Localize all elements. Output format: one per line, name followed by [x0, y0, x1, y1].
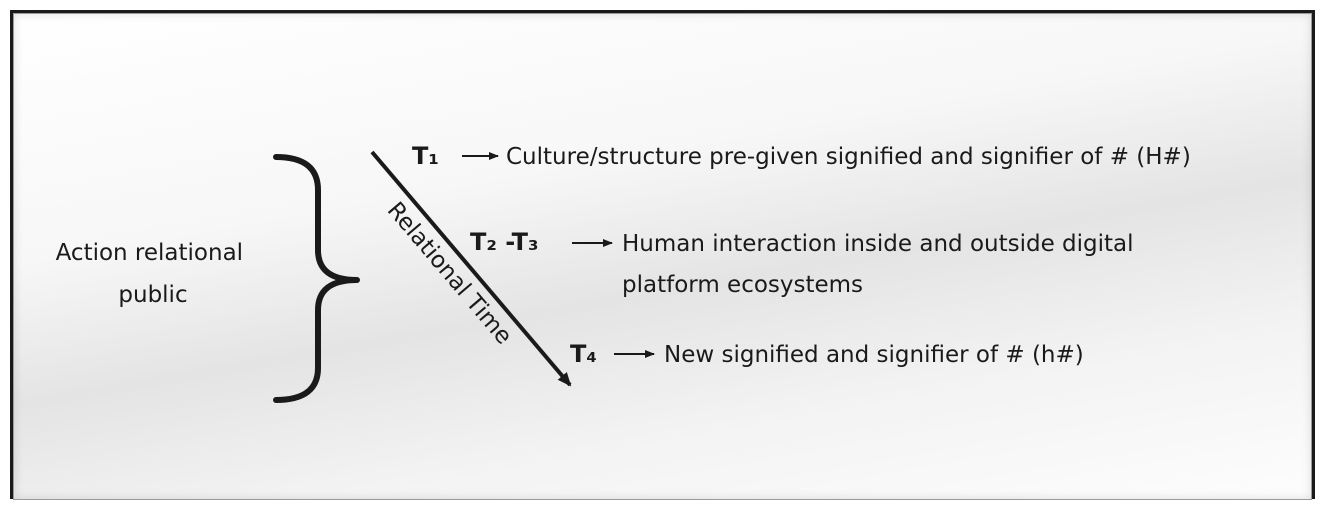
stage-t1-label: T₁: [412, 142, 439, 170]
stage-t4: T₄ New signified and signifier of # (h#): [570, 340, 1084, 368]
left-label-line-1: Action relational: [56, 240, 243, 266]
stage-t2-t3-description: Human interaction inside and outside dig…: [622, 231, 1141, 298]
relational-time-arrow: [370, 150, 572, 387]
stage-t2-t3-label: T₂ -T₃: [470, 228, 539, 256]
action-relational-public-label: Action relational public: [56, 240, 251, 308]
stage-t2-t3-description-line-1: Human interaction inside and outside dig…: [622, 231, 1134, 257]
stage-t1-description: Culture/structure pre-given signified an…: [506, 144, 1191, 170]
stage-t1: T₁ Culture/structure pre-given signified…: [412, 142, 1191, 170]
curly-brace: [273, 154, 360, 403]
stage-t4-description: New signified and signifier of # (h#): [664, 342, 1084, 368]
diagram-panel: [13, 13, 1312, 500]
relational-time-label: Relational Time: [382, 197, 517, 349]
left-label-line-2: public: [118, 282, 187, 308]
stage-t4-label: T₄: [570, 340, 597, 368]
stage-t2-t3: T₂ -T₃ Human interaction inside and outs…: [470, 228, 1141, 298]
stage-t2-t3-description-line-2: platform ecosystems: [622, 272, 863, 298]
